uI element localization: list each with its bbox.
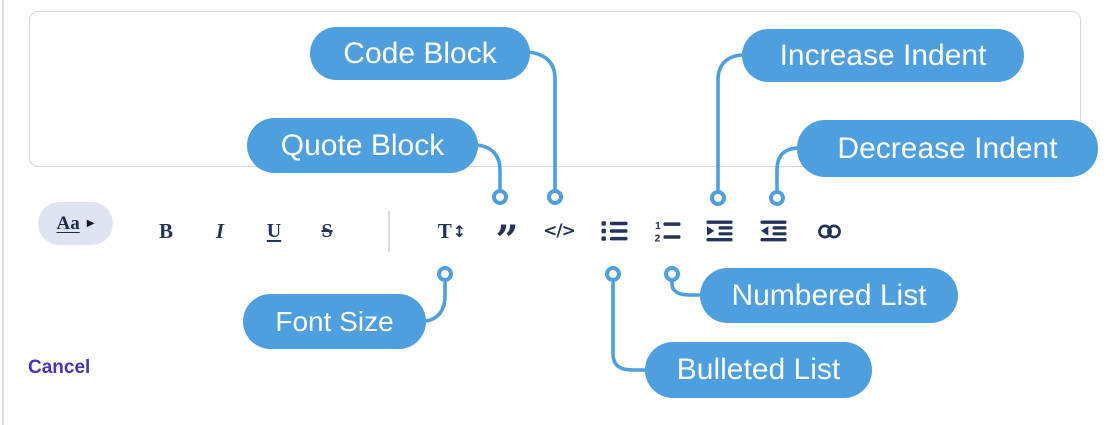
toolbar-divider	[388, 211, 390, 252]
bold-icon: B	[158, 218, 173, 243]
bulleted-list-icon	[601, 221, 627, 241]
page-left-border	[2, 0, 4, 425]
font-size-icon: T	[437, 218, 452, 243]
numbered-list-icon: 1 2	[654, 220, 680, 244]
connector-font-size	[424, 281, 447, 323]
connector-dot-decrease-indent	[769, 190, 785, 206]
link-button[interactable]	[811, 213, 847, 249]
callout-bulleted-list: Bulleted List	[645, 342, 872, 398]
code-icon: </>	[543, 221, 576, 241]
link-icon	[817, 224, 841, 238]
font-style-icon: Aa	[56, 212, 80, 234]
quote-block-button[interactable]: ”	[488, 213, 524, 261]
svg-text:1: 1	[655, 220, 661, 232]
cancel-button[interactable]: Cancel	[28, 357, 91, 378]
connector-dot-quote-block	[492, 189, 508, 205]
callout-quote-block: Quote Block	[247, 118, 478, 173]
numbered-list-button[interactable]: 1 2	[649, 213, 685, 249]
font-style-button[interactable]: Aa ▶	[38, 202, 113, 245]
connector-dot-bulleted-list	[605, 266, 621, 282]
italic-button[interactable]: I	[202, 213, 238, 249]
code-block-button[interactable]: </>	[539, 213, 579, 249]
connector-bulleted-list	[611, 281, 648, 372]
callout-code-block: Code Block	[310, 27, 530, 80]
increase-indent-button[interactable]	[701, 213, 737, 249]
connector-dot-font-size	[437, 266, 453, 282]
connector-dot-increase-indent	[710, 190, 726, 206]
bulleted-list-button[interactable]	[596, 213, 632, 249]
updown-arrow-icon: ↕	[452, 221, 467, 241]
callout-numbered-list: Numbered List	[700, 268, 958, 323]
strikethrough-icon: S	[321, 219, 333, 242]
decrease-indent-icon	[760, 220, 786, 242]
font-size-button[interactable]: T ↕	[432, 213, 472, 249]
caret-right-icon: ▶	[86, 217, 95, 229]
decrease-indent-button[interactable]	[755, 213, 791, 249]
callout-increase-indent: Increase Indent	[742, 29, 1024, 82]
svg-text:2: 2	[654, 233, 660, 244]
strikethrough-button[interactable]: S	[309, 213, 345, 249]
increase-indent-icon	[706, 220, 732, 242]
italic-icon: I	[215, 218, 225, 243]
connector-dot-numbered-list	[664, 266, 680, 282]
connector-numbered-list	[670, 281, 703, 297]
underline-button[interactable]: U	[256, 213, 292, 249]
callout-decrease-indent: Decrease Indent	[797, 120, 1098, 177]
connector-dot-code-block	[547, 189, 563, 205]
underline-icon: U	[266, 219, 282, 242]
bold-button[interactable]: B	[148, 213, 184, 249]
callout-font-size: Font Size	[243, 294, 426, 349]
